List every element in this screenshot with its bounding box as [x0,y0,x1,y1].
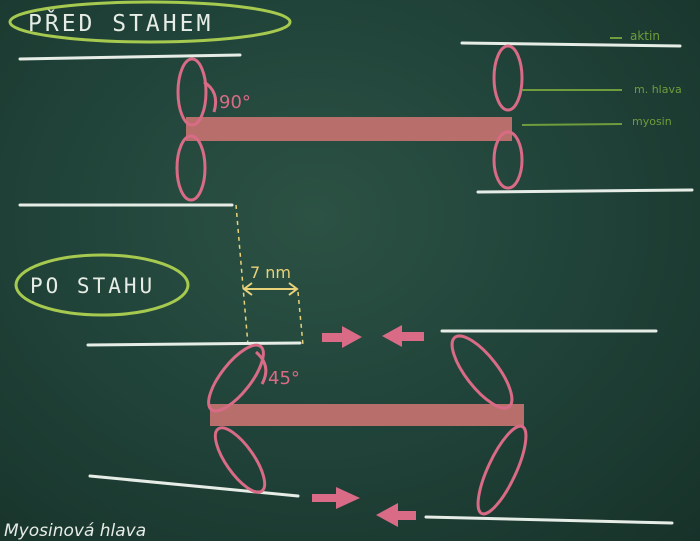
title-after-frame [14,253,190,317]
title-before: PŘED STAHEM [28,9,213,37]
myosin-head-icon [492,44,524,112]
myosin-head-icon [176,57,208,127]
actin-filament-mid-right [476,188,694,194]
myosin-filament-top [186,117,512,141]
actin-filament-top-right [460,41,682,48]
myosin-head-icon [450,334,514,410]
displacement-arrowhead-right [288,282,299,296]
myosin-head-icon [492,130,524,190]
contraction-arrow-right-icon [322,326,362,348]
contraction-arrow-left-icon [382,325,424,347]
myosin-head-icon [213,426,267,494]
guide-dashed-line-right [297,291,304,346]
angle-arc-45 [254,350,268,385]
actin-filament-lower-left [88,474,300,498]
actin-filament-lower-right [424,515,674,525]
contraction-arrow-left-icon [376,503,416,527]
actin-filament-top-left [18,53,242,61]
actin-filament-upper-left [86,341,302,347]
angle-label-after: 45° [268,368,300,389]
myosin-head-icon [175,134,207,202]
myosin-head-icon [207,343,265,413]
legend-myosin: myosin [632,115,672,128]
legend-line-myosin [521,123,623,126]
title-after: PO STAHU [30,274,155,298]
myosin-head-icon [476,424,528,516]
title-before-frame [8,0,292,44]
displacement-label: 7 nm [250,263,291,282]
legend-actin: aktin [630,29,660,43]
myosin-filament-bottom [210,404,524,426]
angle-arc-90 [203,80,218,113]
contraction-arrow-right-icon [312,487,360,509]
angle-label-before: 90° [219,92,251,113]
displacement-arrowhead-left [242,282,253,296]
guide-dashed-line-left [235,204,249,346]
legend-myosin-head: m. hlava [634,83,682,96]
bottom-caption: Myosinová hlava [4,521,146,541]
